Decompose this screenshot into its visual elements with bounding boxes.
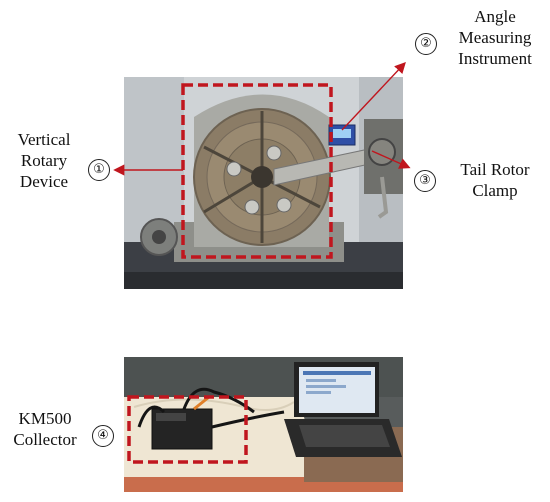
angle-instrument-label: Angle Measuring Instrument	[445, 6, 545, 69]
top-photo-drawing	[124, 77, 403, 289]
vertical-rotary-label: Vertical Rotary Device	[0, 129, 88, 192]
bottom-photo-drawing	[124, 357, 403, 492]
collector-label-line2: Collector	[13, 430, 77, 449]
angle-label-line3: Instrument	[458, 49, 532, 68]
angle-number-badge: ②	[415, 33, 437, 55]
tail-number-badge: ③	[414, 170, 436, 192]
tail-label-line1: Tail Rotor	[460, 160, 530, 179]
tail-rotor-label: Tail Rotor Clamp	[444, 159, 546, 201]
collector-label-line1: KM500	[18, 409, 72, 428]
vertical-label-line2: Rotary	[20, 151, 68, 170]
angle-label-line1: Angle	[474, 7, 516, 26]
tail-label-line2: Clamp	[472, 181, 518, 200]
angle-label-line2: Measuring	[458, 28, 532, 47]
bottom-photo	[124, 357, 403, 492]
arrow-tail-rotor	[371, 150, 411, 169]
km500-collector-label: KM500 Collector	[4, 408, 86, 450]
top-photo	[124, 77, 403, 289]
vertical-label-line1: Vertical	[17, 130, 71, 149]
vertical-number-badge: ①	[88, 159, 110, 181]
arrow-angle-instrument	[341, 61, 406, 131]
collector-number-badge: ④	[92, 425, 114, 447]
vertical-label-line3: Device	[19, 172, 69, 191]
